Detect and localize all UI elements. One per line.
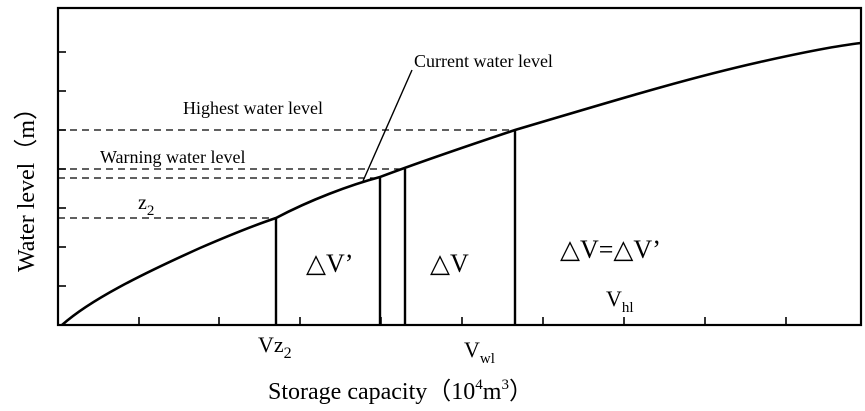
highest-level-label: Highest water level — [183, 98, 323, 118]
y-axis-label: Water level（m） — [14, 96, 40, 272]
warning-level-label: Warning water level — [100, 147, 246, 167]
vz2-label: Vz2 — [258, 332, 292, 362]
current-level-leader — [362, 69, 413, 182]
vz2-subscript: 2 — [284, 345, 292, 362]
vwl-base: V — [464, 337, 480, 362]
current-level-label: Current water level — [414, 51, 553, 71]
vz2-base: Vz — [258, 332, 284, 357]
volume-lines — [274, 130, 517, 325]
x-axis-ticks — [138, 317, 787, 325]
x-axis-label-sup2: 3 — [501, 377, 509, 393]
z2-subscript: 2 — [147, 203, 155, 219]
x-axis-label: Storage capacity（104m3） — [268, 377, 533, 405]
dv-label: △V — [430, 249, 469, 278]
vhl-subscript: hl — [622, 300, 634, 316]
dv-prime-label: △V’ — [306, 249, 353, 278]
x-axis-label-end: ） — [509, 379, 533, 405]
storage-curve — [61, 41, 862, 326]
equation-label: △V=△V’ — [560, 235, 661, 264]
x-axis-label-main: Storage capacity（10 — [268, 379, 475, 405]
vwl-label: Vwl — [464, 337, 495, 367]
x-axis-label-unit: m — [483, 379, 502, 405]
plot-frame — [56, 6, 863, 327]
z2-base: z — [138, 192, 147, 214]
vhl-base: V — [606, 286, 622, 311]
z2-label: z2 — [138, 192, 154, 219]
x-axis-label-sup1: 4 — [475, 377, 483, 393]
vwl-subscript: wl — [480, 351, 495, 367]
vhl-label: Vhl — [606, 286, 634, 316]
level-lines — [58, 129, 515, 219]
